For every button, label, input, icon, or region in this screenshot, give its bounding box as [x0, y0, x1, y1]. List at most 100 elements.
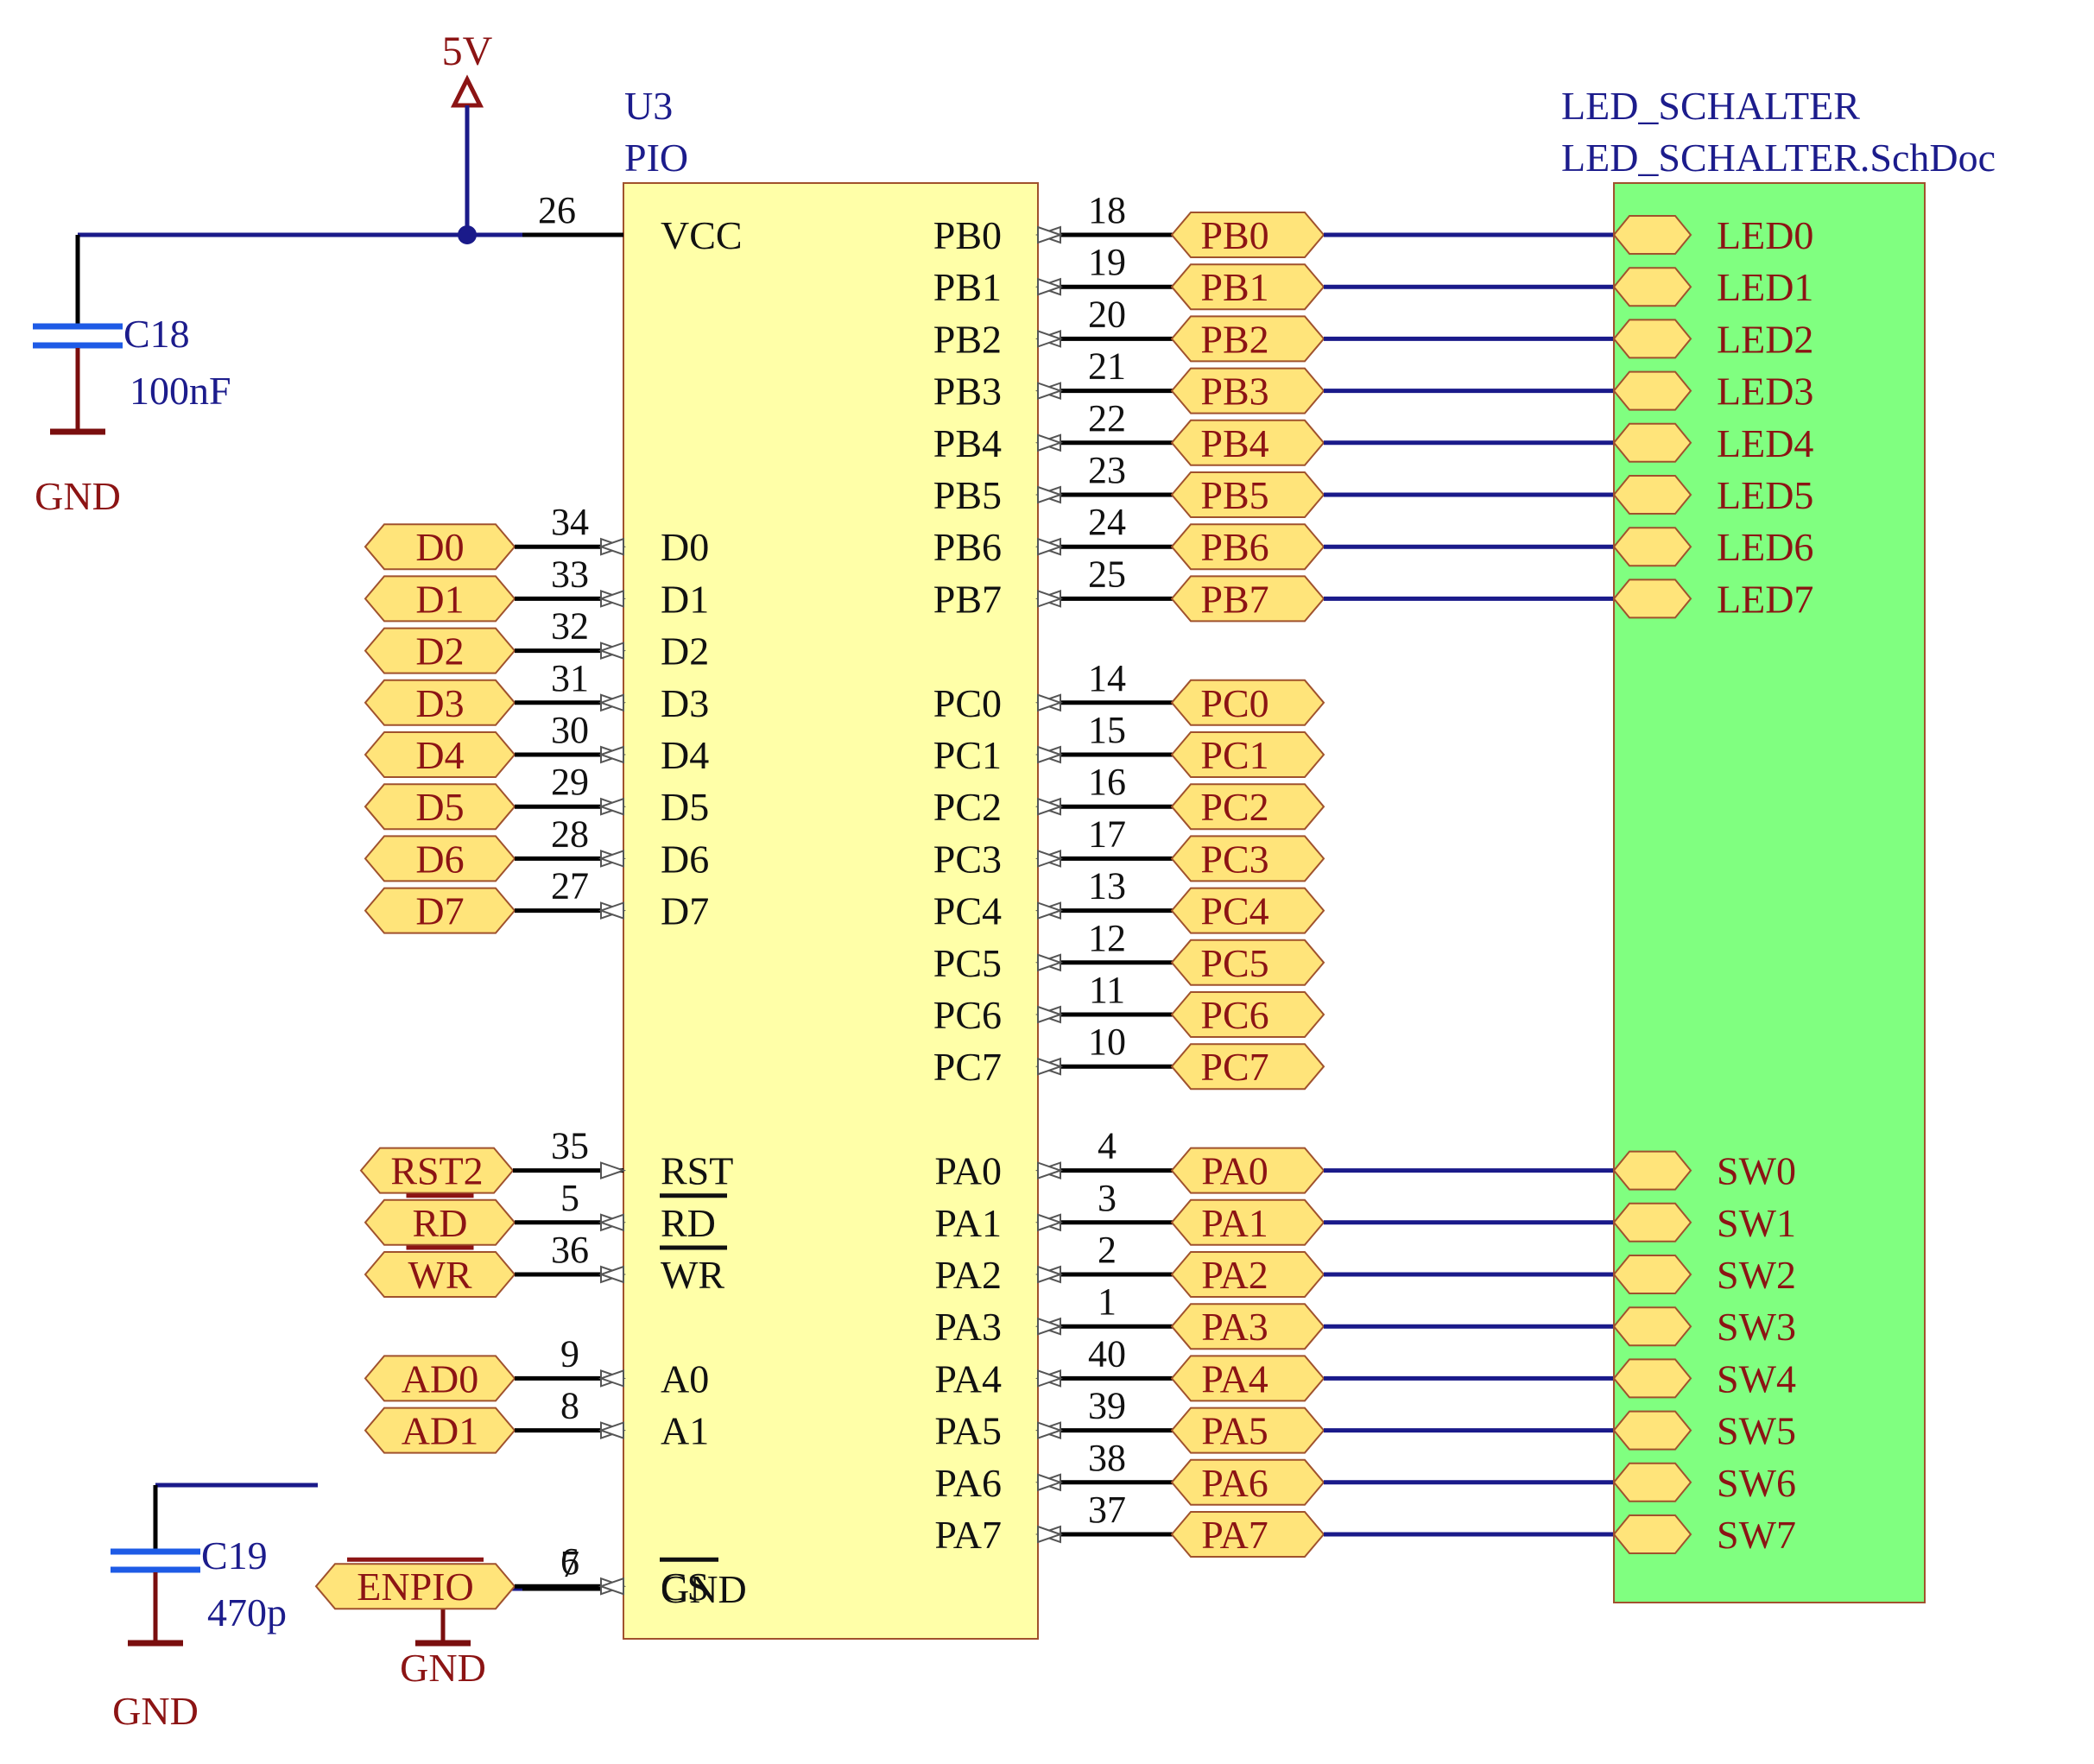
pin-io-arrow-icon [1037, 589, 1064, 608]
pin-number: 39 [1088, 1385, 1126, 1427]
sheet-entry-label: LED2 [1717, 317, 1813, 361]
sheet-entry-sw4: SW4 [1612, 1356, 1796, 1400]
net-port-label: RST2 [390, 1149, 483, 1193]
pin-io-arrow-icon [1037, 277, 1064, 296]
sheet-entry-label: LED3 [1717, 370, 1813, 414]
sheet-entry-label: LED1 [1717, 265, 1813, 309]
sheet-entry-label: LED4 [1717, 421, 1813, 465]
sheet-entry-icon [1612, 370, 1692, 411]
pin-name: D2 [661, 629, 709, 673]
net-port-label: PB2 [1200, 317, 1268, 361]
sheet-entry-label: SW6 [1717, 1461, 1796, 1505]
pin-name: PC1 [933, 733, 1002, 777]
pin-number: 40 [1088, 1332, 1126, 1375]
net-port-label: PC1 [1200, 733, 1268, 777]
pin-io-arrow-icon [1037, 849, 1064, 868]
c19-gnd-label: GND [112, 1689, 199, 1733]
net-port-label: D3 [415, 681, 464, 725]
net-port-label: RD [413, 1201, 468, 1245]
pin-name: PB2 [933, 317, 1002, 361]
sheet-entry-led5: LED5 [1612, 473, 1813, 517]
pin-number: 27 [551, 865, 589, 907]
net-port-label: PB6 [1200, 525, 1268, 569]
ic-left-pins: D034D0D133D1D232D2D331D3D430D4D529D5D628… [314, 501, 733, 1610]
pin-number: 1 [1098, 1280, 1117, 1323]
pin-io-arrow-icon [1037, 901, 1064, 920]
c18-value: 100nF [130, 369, 231, 413]
pin-number: 23 [1088, 449, 1126, 491]
net-port-label: PC6 [1200, 993, 1268, 1037]
pin-name: A0 [661, 1356, 709, 1400]
pin-number: 32 [551, 605, 589, 648]
pin-io-arrow-icon [598, 1265, 624, 1284]
pin-name: PB0 [933, 213, 1002, 257]
pin-number: 14 [1088, 657, 1126, 699]
sheet-entry-icon [1612, 215, 1692, 255]
sheet-entry-label: SW7 [1717, 1513, 1796, 1557]
net-port-label: PA6 [1201, 1461, 1268, 1505]
sheet-entry-led2: LED2 [1612, 317, 1813, 361]
pin-io-arrow-icon [598, 849, 624, 868]
ic-comment: PIO [624, 136, 688, 180]
pin-name: CS [661, 1565, 709, 1609]
pin-name: PA3 [934, 1305, 1002, 1349]
pin-io-arrow-icon [1037, 225, 1064, 244]
pin-name: PB6 [933, 525, 1002, 569]
net-port-label: PC5 [1200, 941, 1268, 985]
power-arrow-icon [450, 74, 484, 108]
pin-number: 17 [1088, 812, 1126, 855]
pin-name: PA6 [934, 1461, 1002, 1505]
sheet-entry-label: LED5 [1717, 473, 1813, 517]
pin-io-arrow-icon [1037, 1265, 1064, 1284]
sheet-entry-label: SW3 [1717, 1305, 1796, 1349]
net-port-label: D1 [415, 577, 464, 621]
net-port-label: PA0 [1201, 1149, 1268, 1193]
pin-name: PC0 [933, 681, 1002, 725]
pin-number: 36 [551, 1229, 589, 1271]
sheet-entry-sw3: SW3 [1612, 1305, 1796, 1349]
net-port-label: D2 [415, 629, 464, 673]
pin-number: 9 [560, 1332, 579, 1375]
pin-io-arrow-icon [1037, 1473, 1064, 1492]
pin-number: 15 [1088, 709, 1126, 751]
ic-pin-vcc: 26 VCC [522, 189, 743, 257]
net-port-icon [1170, 679, 1325, 726]
pin-io-arrow-icon [598, 797, 624, 816]
pin-name: A1 [661, 1409, 709, 1453]
sheet-entry-label: LED6 [1717, 525, 1813, 569]
pin-name: D3 [661, 681, 709, 725]
sheet-file: LED_SCHALTER.SchDoc [1561, 136, 1996, 180]
pin-name: RST [661, 1149, 733, 1193]
pin-number: 7 [560, 1543, 579, 1585]
pin-name: D7 [661, 889, 709, 933]
net-port-label: PB5 [1200, 473, 1268, 517]
vcc-power-label: 5V [442, 28, 493, 74]
pin-io-arrow-icon [598, 1369, 624, 1388]
sheet-entries: LED0LED1LED2LED3LED4LED5LED6LED7SW0SW1SW… [1612, 213, 1813, 1557]
sheet-entry-icon [1612, 1514, 1692, 1554]
pin-io-arrow-icon [598, 537, 624, 556]
net-port-label: PA2 [1201, 1253, 1268, 1297]
pin-number: 26 [538, 189, 576, 231]
sheet-entry-sw5: SW5 [1612, 1409, 1796, 1453]
pin-name: PA4 [934, 1356, 1002, 1400]
